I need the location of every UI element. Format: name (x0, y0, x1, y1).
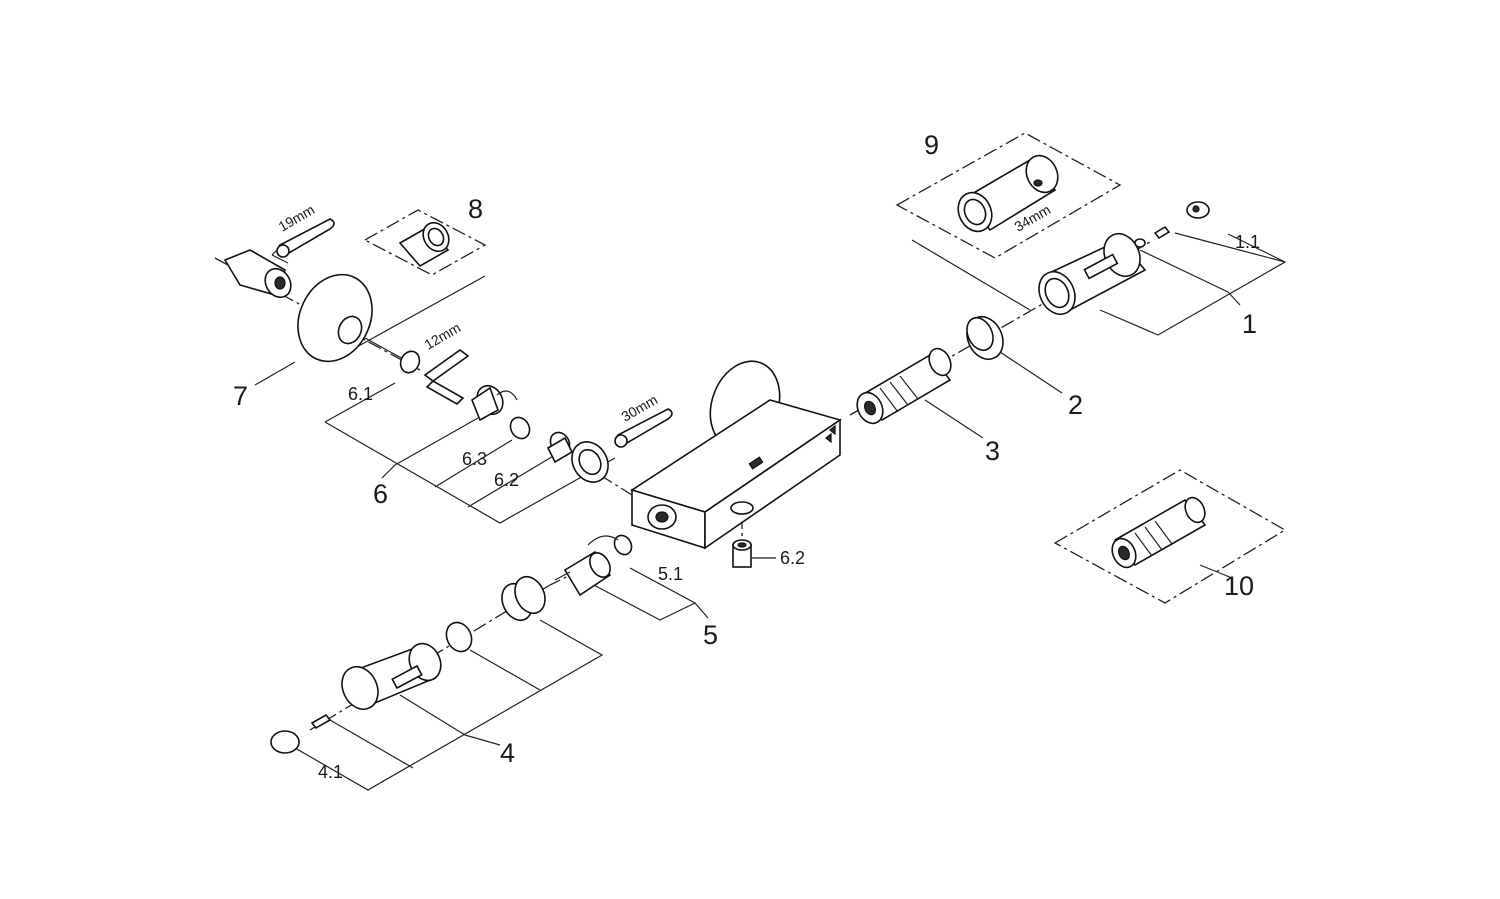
label-10: 10 (1224, 571, 1254, 601)
label-6-1: 6.1 (348, 384, 373, 404)
label-4-1: 4.1 (318, 762, 343, 782)
label-6-3: 6.3 (462, 449, 487, 469)
label-8: 8 (468, 194, 483, 224)
label-6: 6 (373, 479, 388, 509)
part-9-key (957, 154, 1059, 233)
leader-lines (254, 232, 1287, 791)
label-3: 3 (985, 436, 1000, 466)
wrench-19mm-icon (271, 218, 335, 264)
part-5-headpart (554, 534, 633, 597)
part-2-ring (966, 316, 1004, 360)
part-8-adapter (398, 221, 450, 268)
label-1: 1 (1242, 309, 1257, 339)
label-12mm: 12mm (422, 319, 464, 352)
label-6-2: 6.2 (494, 470, 519, 490)
label-6-2-lower: 6.2 (780, 548, 805, 568)
part-1-1-screw-cap (1134, 201, 1210, 248)
label-1-1: 1.1 (1235, 232, 1260, 252)
box-key-9 (895, 132, 1122, 259)
wrench-30mm-icon (614, 408, 673, 448)
allen-key-12mm-icon (423, 349, 470, 405)
part-6-2-lower-bushing (732, 539, 752, 568)
part-labels: 1 1.1 2 3 4 4.1 5 5.1 6 6.1 6.2 6.2 6.3 … (233, 130, 1260, 782)
part-6-connection-set (471, 384, 609, 483)
label-2: 2 (1068, 390, 1083, 420)
part-7-elbow-rosette (223, 249, 421, 374)
box-adapter-8 (363, 209, 487, 276)
part-3-cartridge (856, 347, 952, 425)
thermostat-body (630, 360, 842, 550)
part-1-temperature-handle (1038, 233, 1147, 315)
label-7: 7 (233, 381, 248, 411)
label-4: 4 (500, 738, 515, 768)
label-5: 5 (703, 620, 718, 650)
label-5-1: 5.1 (658, 564, 683, 584)
part-10-cartridge (1111, 496, 1207, 569)
part-4-flow-handle (270, 575, 546, 754)
label-9: 9 (924, 130, 939, 160)
tool-size-labels: 19mm 12mm 30mm 34mm (276, 201, 1054, 424)
